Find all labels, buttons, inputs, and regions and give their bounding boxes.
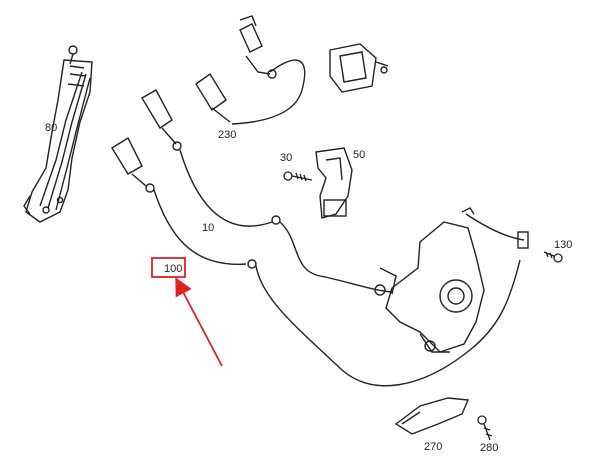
part-50-sensor-bracket (315, 147, 353, 219)
part-270-cover (394, 397, 470, 435)
callout-labels: 80 230 30 50 10 100 130 270 280 (45, 122, 572, 454)
part-230-connector-cable (195, 15, 306, 125)
callout-30: 30 (280, 152, 292, 164)
wheel-carrier (374, 207, 529, 353)
callout-270: 270 (424, 441, 442, 453)
upper-mount-bracket (329, 43, 389, 93)
part-80-harness-bracket (23, 45, 93, 223)
part-30-screw (283, 171, 313, 182)
part-280-bolt (477, 415, 493, 441)
callout-100: 100 (164, 263, 182, 275)
callout-10: 10 (202, 222, 214, 234)
callout-280: 280 (480, 442, 498, 454)
callout-80: 80 (45, 122, 57, 134)
part-10-sensor-cable (141, 89, 393, 293)
highlight-box (151, 257, 186, 278)
callout-130: 130 (554, 239, 572, 251)
part-100-sensor-cable (111, 136, 521, 387)
part-130-bolt (543, 251, 563, 263)
highlight-arrow (175, 277, 223, 367)
callout-230: 230 (218, 129, 236, 141)
callout-50: 50 (353, 149, 365, 161)
